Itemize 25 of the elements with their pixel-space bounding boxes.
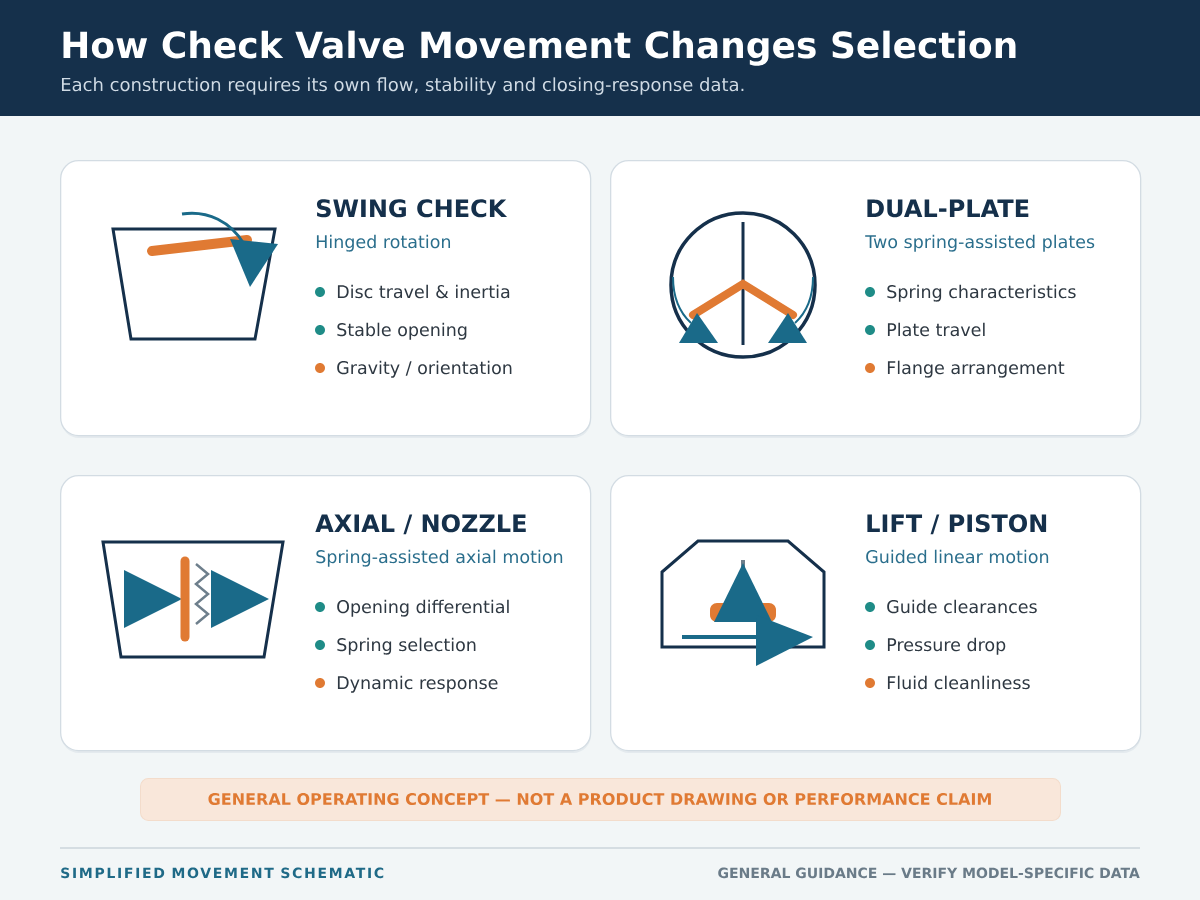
subtitle: Each construction requires its own flow, stability and closing-response data. [61,77,744,95]
bullet-text: Fluid cleanliness [887,675,1030,690]
card-subtitle: Spring-assisted axial motion [316,549,563,567]
bullet-text: Pressure drop [887,637,1006,655]
bullet-text: Flange arrangement [887,360,1065,378]
card-heading: LIFT / PISTON [867,514,1047,535]
bullet-text: Spring characteristics [887,284,1076,302]
card-heading: SWING CHECK [316,199,508,218]
card-heading: AXIAL / NOZZLE [315,514,526,535]
bullet-text: Dynamic response [337,675,498,693]
bullet-text: Disc travel & inertia [337,284,510,299]
bullet-text: Guide clearances [887,599,1037,614]
banner-text: GENERAL OPERATING CONCEPT — NOT A PRODUCT DRAWING OR PERFORMANCE CLAIM [208,792,991,806]
footer-text: SIMPLIFIED MOVEMENT SCHEMATIC [61,867,384,879]
bullet-text: Gravity / orientation [337,360,512,378]
footer-text: GENERAL GUIDANCE — VERIFY MODEL-SPECIFIC DATA [718,867,1140,879]
card-subtitle: Two spring-assisted plates [865,234,1095,252]
title: How Check Valve Movement Changes Selection [63,30,1016,66]
card-subtitle: Hinged rotation [316,234,450,252]
card-heading: DUAL-PLATE [867,199,1029,218]
bullet-text: Opening differential [337,599,509,617]
bullet-text: Spring selection [337,637,476,655]
bullet-text: Plate travel [887,322,985,337]
card-subtitle: Guided linear motion [866,549,1049,564]
bullet-text: Stable opening [337,322,467,340]
